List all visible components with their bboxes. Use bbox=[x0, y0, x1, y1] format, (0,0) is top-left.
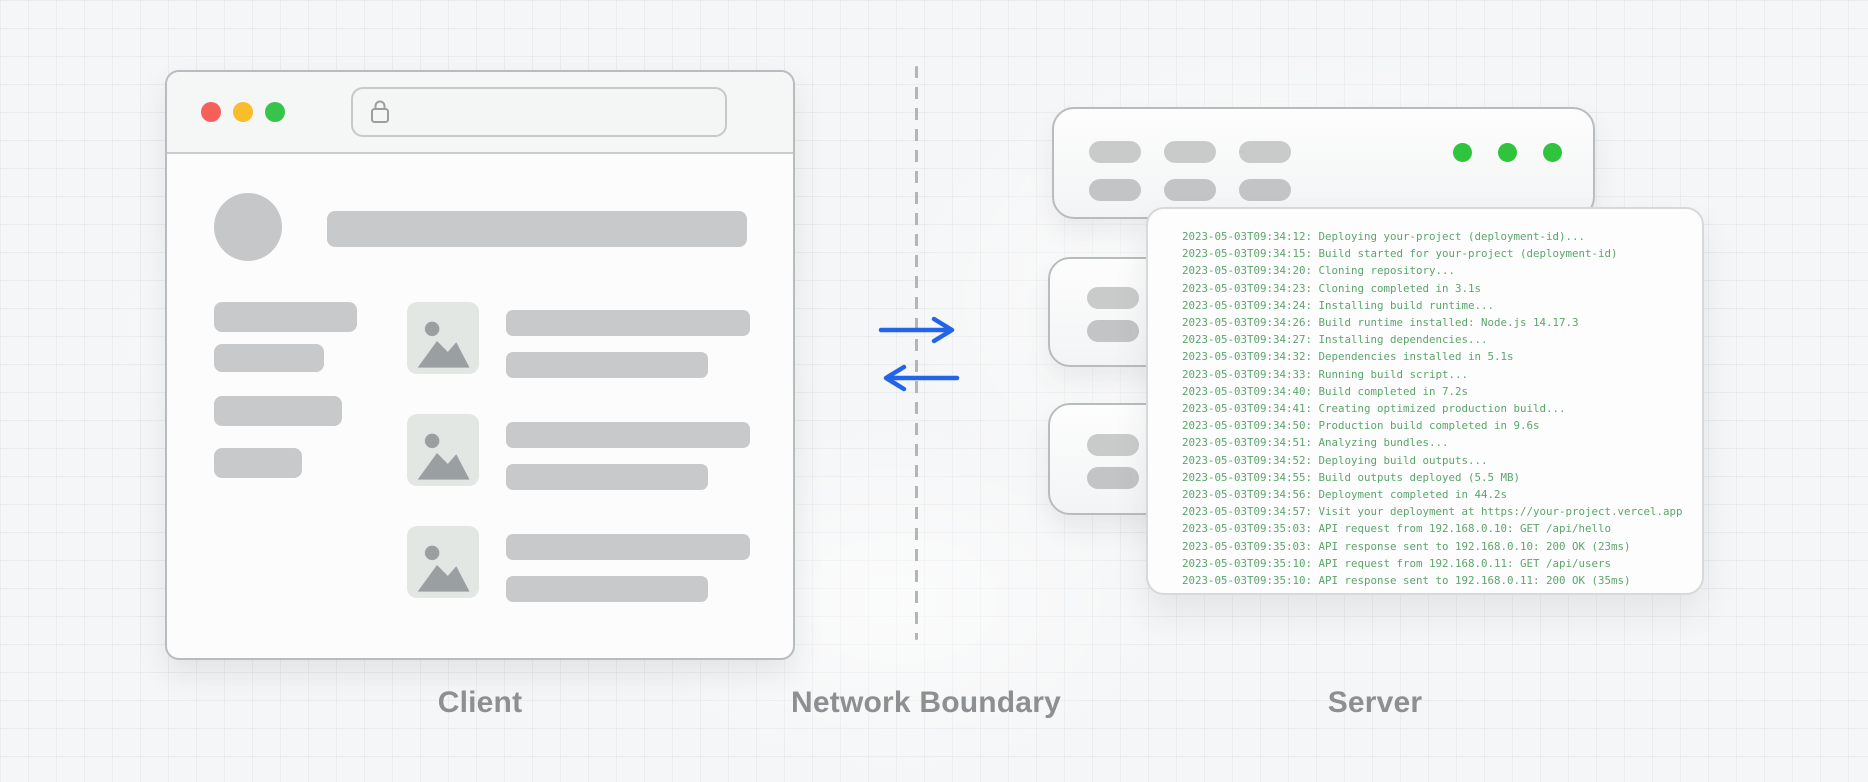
text-skeleton-bar bbox=[506, 534, 750, 560]
text-skeleton-bar bbox=[506, 422, 750, 448]
traffic-light-yellow-icon bbox=[233, 102, 253, 122]
image-icon bbox=[417, 433, 470, 480]
log-line: 2023-05-03T09:34:15: Build started for y… bbox=[1182, 247, 1618, 261]
log-line: 2023-05-03T09:34:52: Deploying build out… bbox=[1182, 453, 1488, 467]
server-pill bbox=[1239, 179, 1291, 201]
log-line: 2023-05-03T09:34:24: Installing build ru… bbox=[1182, 298, 1495, 312]
log-line: 2023-05-03T09:35:03: API response sent t… bbox=[1182, 539, 1631, 553]
log-line: 2023-05-03T09:34:40: Build completed in … bbox=[1182, 384, 1469, 398]
log-line: 2023-05-03T09:34:55: Build outputs deplo… bbox=[1182, 470, 1521, 484]
log-line: 2023-05-03T09:35:03: API request from 19… bbox=[1182, 522, 1612, 536]
skeleton-bar bbox=[214, 396, 342, 426]
log-line: 2023-05-03T09:34:41: Creating optimized … bbox=[1182, 402, 1566, 416]
image-placeholder bbox=[407, 414, 479, 486]
server-pill bbox=[1087, 287, 1139, 309]
server-pill bbox=[1087, 467, 1139, 489]
log-line: 2023-05-03T09:34:32: Dependencies instal… bbox=[1182, 350, 1514, 364]
skeleton-bar bbox=[214, 302, 357, 332]
server-status-dot bbox=[1453, 143, 1472, 162]
log-line: 2023-05-03T09:34:27: Installing dependen… bbox=[1182, 333, 1488, 347]
log-line: 2023-05-03T09:34:57: Visit your deployme… bbox=[1182, 505, 1683, 519]
browser-header bbox=[167, 72, 793, 154]
traffic-lights bbox=[201, 102, 285, 122]
traffic-light-red-icon bbox=[201, 102, 221, 122]
server-pill bbox=[1164, 141, 1216, 163]
server-pill bbox=[1089, 179, 1141, 201]
log-line: 2023-05-03T09:34:50: Production build co… bbox=[1182, 419, 1540, 433]
image-icon bbox=[417, 321, 470, 368]
text-skeleton-bar bbox=[506, 576, 708, 602]
log-line: 2023-05-03T09:35:10: API response sent t… bbox=[1182, 574, 1631, 588]
server-status-dot bbox=[1543, 143, 1562, 162]
client-browser-window bbox=[165, 70, 795, 660]
url-bar bbox=[351, 87, 727, 137]
text-skeleton-bar bbox=[506, 310, 750, 336]
server-card-top bbox=[1052, 107, 1595, 219]
deployment-log-window: 2023-05-03T09:34:12: Deploying your-proj… bbox=[1146, 207, 1704, 595]
log-line: 2023-05-03T09:35:10: API request from 19… bbox=[1182, 556, 1612, 570]
log-line: 2023-05-03T09:34:33: Running build scrip… bbox=[1182, 367, 1469, 381]
image-placeholder bbox=[407, 526, 479, 598]
text-skeleton-bar bbox=[506, 464, 708, 490]
label-network-boundary: Network Boundary bbox=[791, 686, 1061, 719]
server-pill bbox=[1089, 141, 1141, 163]
lock-icon bbox=[371, 100, 389, 123]
text-skeleton-bar bbox=[506, 352, 708, 378]
log-line: 2023-05-03T09:34:20: Cloning repository.… bbox=[1182, 264, 1456, 278]
server-pill bbox=[1087, 320, 1139, 342]
image-icon bbox=[417, 545, 470, 592]
heading-skeleton-bar bbox=[327, 211, 747, 247]
server-pill bbox=[1087, 434, 1139, 456]
server-status-dot bbox=[1498, 143, 1517, 162]
log-line: 2023-05-03T09:34:12: Deploying your-proj… bbox=[1182, 230, 1586, 243]
label-server: Server bbox=[1327, 686, 1423, 719]
log-line: 2023-05-03T09:34:26: Build runtime insta… bbox=[1182, 316, 1579, 330]
server-pill bbox=[1164, 179, 1216, 201]
label-client: Client bbox=[437, 686, 523, 719]
skeleton-bar bbox=[214, 448, 302, 478]
traffic-light-green-icon bbox=[265, 102, 285, 122]
server-pill bbox=[1239, 141, 1291, 163]
image-placeholder bbox=[407, 302, 479, 374]
log-line: 2023-05-03T09:34:23: Cloning completed i… bbox=[1182, 281, 1482, 295]
log-line: 2023-05-03T09:34:51: Analyzing bundles..… bbox=[1182, 436, 1449, 450]
network-boundary-line bbox=[915, 66, 918, 640]
skeleton-bar bbox=[214, 344, 324, 372]
avatar bbox=[214, 193, 282, 261]
request-arrow-icon bbox=[878, 316, 955, 344]
log-line: 2023-05-03T09:34:56: Deployment complete… bbox=[1182, 488, 1508, 502]
response-arrow-icon bbox=[883, 364, 960, 392]
